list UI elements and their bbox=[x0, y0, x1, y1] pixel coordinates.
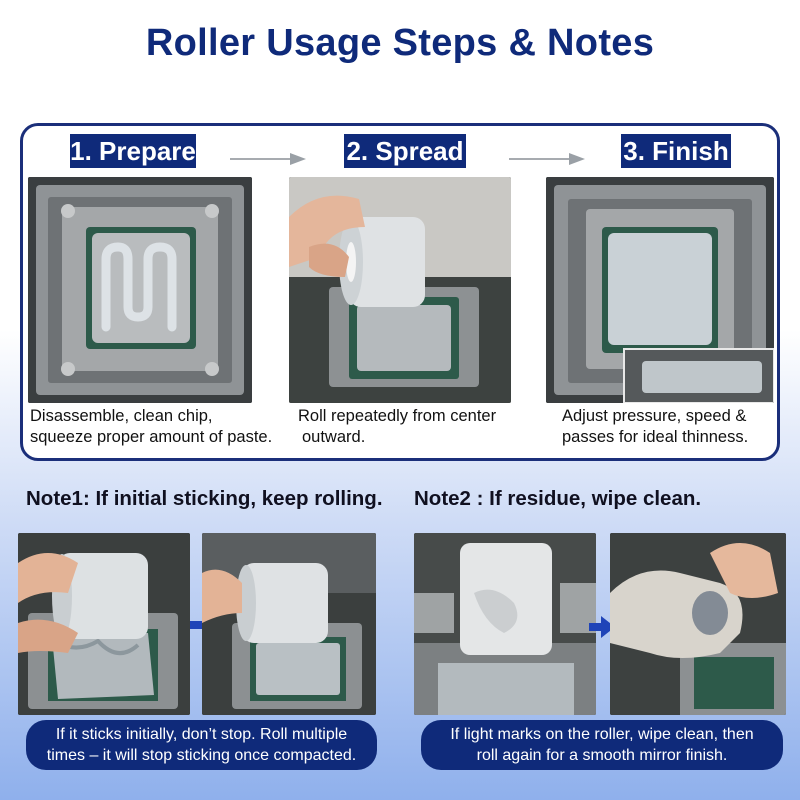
note2-box-line2: roll again for a smooth mirror finish. bbox=[476, 747, 728, 764]
note2-box-line1: If light marks on the roller, wipe clean… bbox=[450, 726, 754, 743]
note1-box-line2: times – it will stop sticking once compa… bbox=[46, 747, 357, 764]
finish-photo bbox=[546, 177, 774, 403]
note2-box: If light marks on the roller, wipe clean… bbox=[421, 720, 783, 770]
note1-box-line1: If it sticks initially, don’t stop. Roll… bbox=[55, 726, 348, 743]
arrow-right-icon bbox=[230, 153, 306, 165]
finish-caption-line1: Adjust pressure, speed & bbox=[562, 407, 747, 425]
step-label-spread: 2. Spread bbox=[344, 134, 466, 168]
prepare-caption-line2: squeeze proper amount of paste. bbox=[30, 428, 273, 446]
spread-caption: Roll repeatedly from center outward. bbox=[298, 406, 528, 448]
note1-photo-rolling bbox=[202, 533, 376, 715]
blue-arrow-right-icon bbox=[589, 616, 615, 638]
spread-caption-line2: outward. bbox=[302, 428, 366, 446]
note2-title: Note2 : If residue, wipe clean. bbox=[414, 487, 702, 510]
prepare-photo bbox=[28, 177, 252, 403]
prepare-caption: Disassemble, clean chip, squeeze proper … bbox=[30, 406, 290, 448]
step-label-prepare: 1. Prepare bbox=[70, 134, 196, 168]
arrow-right-icon bbox=[509, 153, 585, 165]
note1-title: Note1: If initial sticking, keep rolling… bbox=[26, 487, 383, 510]
finish-caption: Adjust pressure, speed & passes for idea… bbox=[562, 406, 776, 448]
note1-photo-sticking bbox=[18, 533, 190, 715]
spread-caption-line1: Roll repeatedly from center bbox=[298, 407, 497, 425]
note2-photo-wipe bbox=[610, 533, 786, 715]
note1-box: If it sticks initially, don’t stop. Roll… bbox=[26, 720, 377, 770]
finish-caption-line2: passes for ideal thinness. bbox=[562, 428, 749, 446]
prepare-caption-line1: Disassemble, clean chip, bbox=[30, 407, 213, 425]
page-title: Roller Usage Steps & Notes bbox=[145, 22, 655, 64]
step-label-finish: 3. Finish bbox=[621, 134, 731, 168]
spread-photo bbox=[289, 177, 511, 403]
note2-photo-residue bbox=[414, 533, 596, 715]
